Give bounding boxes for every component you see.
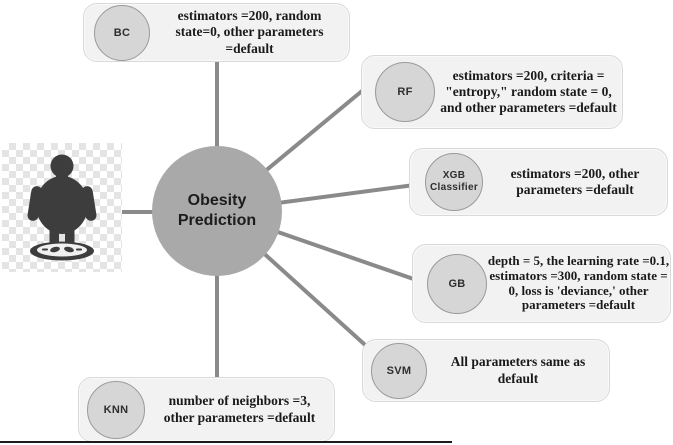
node-box-rf: RF estimators =200, criteria = "entropy,… bbox=[361, 55, 623, 129]
node-label-knn: KNN bbox=[103, 403, 129, 416]
obese-person-image bbox=[2, 143, 122, 272]
node-label-rf: RF bbox=[397, 86, 413, 98]
node-circle-bc: BC bbox=[94, 4, 150, 61]
node-desc-rf: estimators =200, criteria = "entropy," r… bbox=[440, 67, 617, 116]
node-desc-xgb-classifier: estimators =200, other parameters =defau… bbox=[510, 165, 640, 197]
node-circle-svm: SVM bbox=[371, 342, 427, 399]
node-box-svm: SVM All parameters same as default bbox=[362, 339, 610, 402]
node-box-knn: KNN number of neighbors =3, other parame… bbox=[78, 377, 335, 442]
node-circle-xgb-classifier: XGB Classifier bbox=[425, 153, 483, 211]
node-circle-gb: GB bbox=[427, 253, 487, 314]
node-label-xgb-classifier: XGB Classifier bbox=[429, 169, 479, 194]
obese-person-on-scale-icon bbox=[27, 154, 97, 260]
node-label-svm: SVM bbox=[386, 364, 412, 377]
node-box-gb: GB depth = 5, the learning rate =0.1, es… bbox=[412, 244, 671, 323]
node-desc-knn: number of neighbors =3, other parameters… bbox=[163, 393, 316, 425]
bottom-border-line bbox=[0, 441, 452, 443]
node-box-bc: BC estimators =200, random state=0, othe… bbox=[83, 3, 350, 62]
node-label-bc: BC bbox=[113, 26, 131, 39]
node-circle-rf: RF bbox=[375, 62, 435, 122]
center-node-label: Obesity Prediction bbox=[177, 192, 257, 229]
node-box-xgb-classifier: XGB Classifier estimators =200, other pa… bbox=[409, 148, 668, 216]
node-desc-svm: All parameters same as default bbox=[450, 354, 586, 386]
node-desc-gb: depth = 5, the learning rate =0.1, estim… bbox=[487, 252, 670, 313]
node-circle-knn: KNN bbox=[87, 380, 145, 439]
node-label-gb: GB bbox=[448, 277, 466, 290]
center-node-obesity-prediction: Obesity Prediction bbox=[152, 146, 282, 276]
node-desc-bc: estimators =200, random state=0, other p… bbox=[175, 8, 324, 56]
